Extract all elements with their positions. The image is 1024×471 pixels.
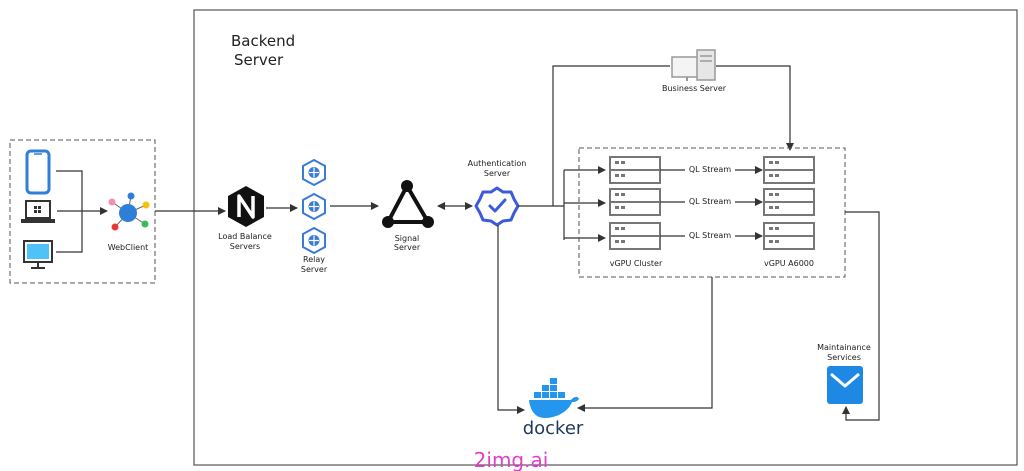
- vgpu-a6000-node-icon-1: [763, 156, 815, 184]
- maintenance-label-1: Maintainance: [817, 343, 871, 352]
- relay-label-1: Relay: [303, 255, 325, 264]
- vgpu-a6000-node-icon-3: [763, 222, 815, 250]
- backend-title-line1: Backend: [231, 32, 295, 50]
- mail-icon: [827, 366, 863, 404]
- auth-label-2: Server: [484, 169, 511, 178]
- relay-label-2: Server: [301, 265, 328, 274]
- signal-label-2: Server: [394, 243, 421, 252]
- load-balance-label-2: Servers: [230, 242, 260, 251]
- vgpu-cluster-node-icon-1: [609, 156, 661, 184]
- maintenance-label-2: Services: [827, 353, 861, 362]
- vgpu-cluster-node-icon-2: [609, 188, 661, 216]
- vgpu-cluster-node-icon-3: [609, 222, 661, 250]
- relay-node-icon-3: [302, 227, 326, 254]
- backend-title-line2: Server: [234, 51, 284, 69]
- ql-stream-label-3: QL Stream: [689, 231, 731, 240]
- vgpu-a6000-label: vGPU A6000: [764, 259, 814, 268]
- phone-icon: [25, 149, 51, 195]
- watermark-text: 2img.ai: [474, 448, 549, 471]
- desktop-icon: [23, 240, 53, 269]
- docker-icon: [529, 378, 579, 418]
- vgpu-cluster-label: vGPU Cluster: [610, 259, 663, 268]
- business-server-label: Business Server: [662, 84, 727, 93]
- relay-node-icon-1: [302, 159, 326, 186]
- auth-badge-icon: [474, 186, 520, 227]
- auth-label-1: Authentication: [468, 159, 527, 168]
- webclient-label: WebClient: [108, 243, 149, 252]
- ql-stream-label-2: QL Stream: [689, 197, 731, 206]
- vgpu-a6000-node-icon-2: [763, 188, 815, 216]
- signal-label-1: Signal: [395, 234, 420, 243]
- backend-server-frame: [193, 9, 1018, 466]
- laptop-icon: [21, 200, 55, 223]
- docker-label: docker: [523, 418, 584, 439]
- signal-server-icon: [382, 180, 434, 228]
- ql-stream-label-1: QL Stream: [689, 165, 731, 174]
- load-balance-label-1: Load Balance: [218, 232, 272, 241]
- webclient-hub-icon: [108, 192, 150, 231]
- nginx-icon: [228, 186, 264, 227]
- business-server-icon: [671, 49, 716, 81]
- relay-node-icon-2: [302, 193, 326, 220]
